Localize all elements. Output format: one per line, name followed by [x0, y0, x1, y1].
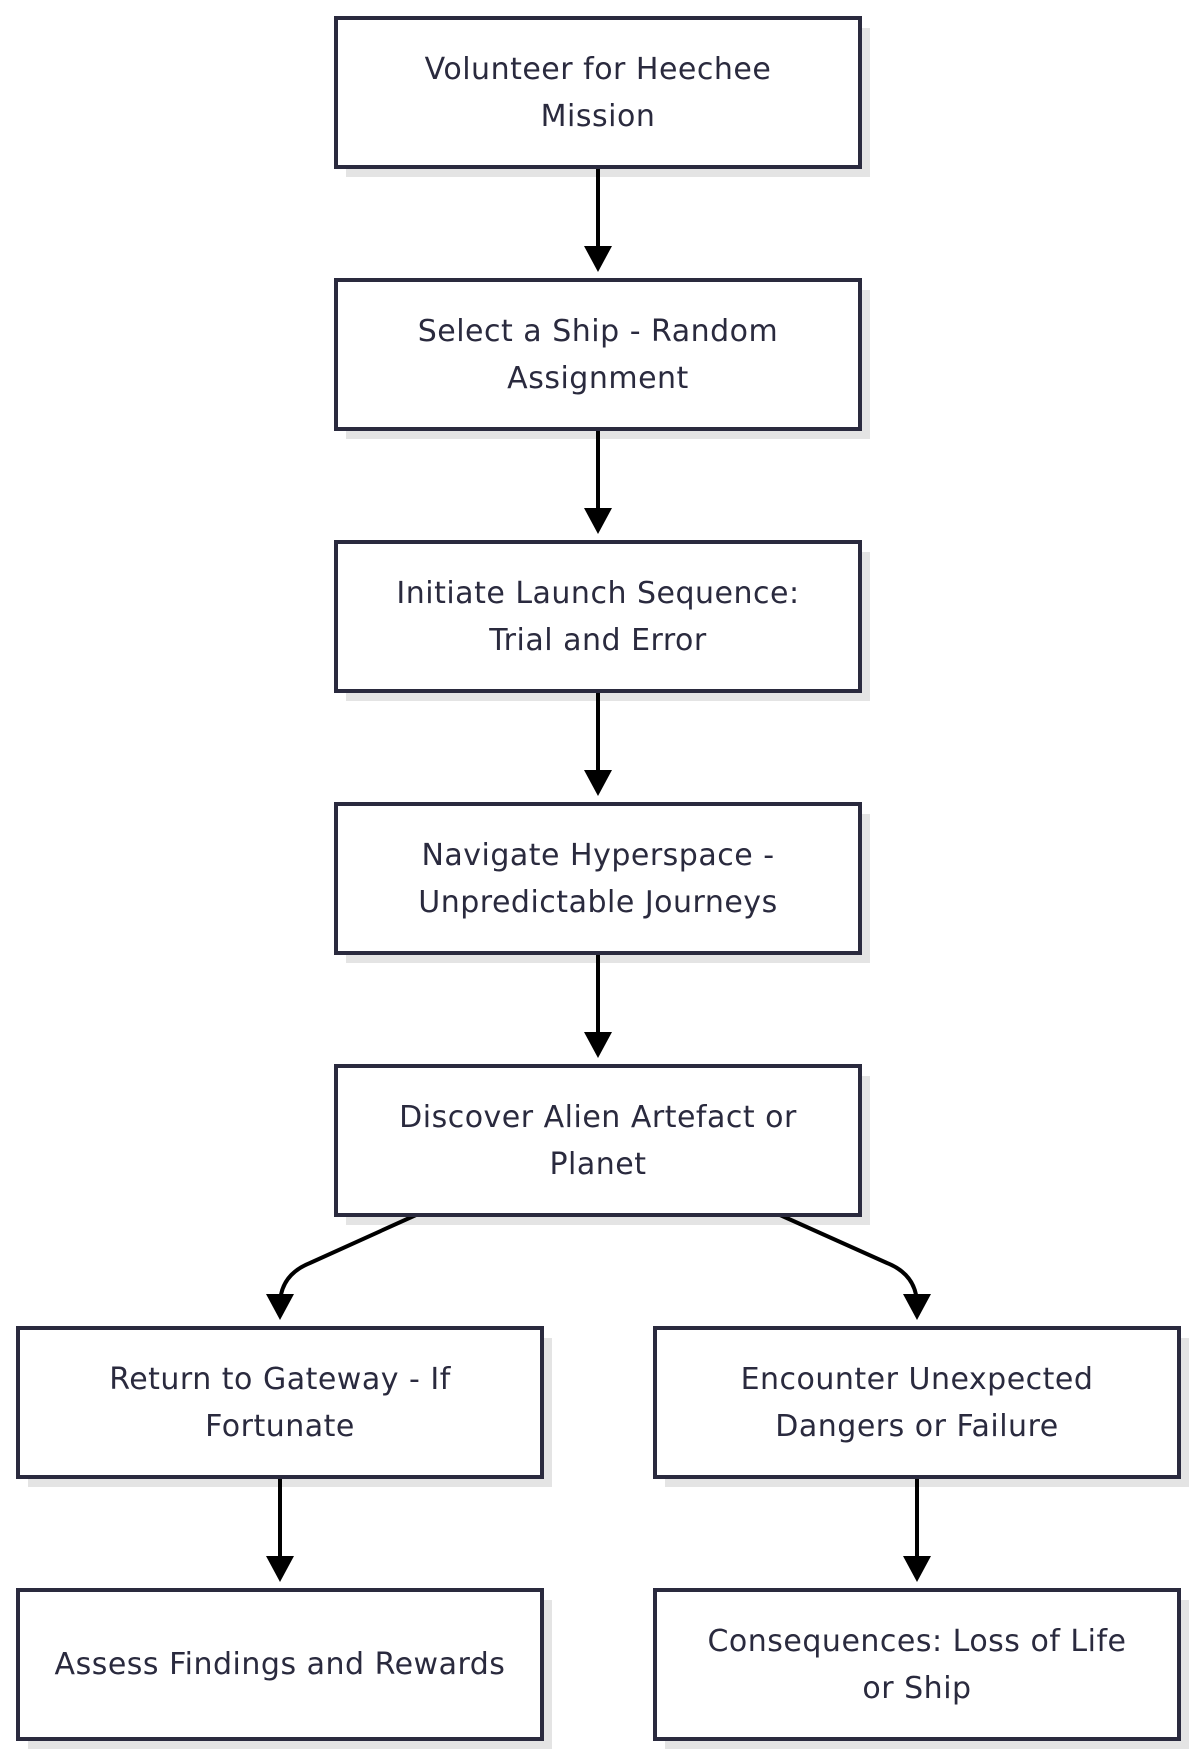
edge-discover-to-return: [278, 1213, 417, 1306]
node-label-danger: Encounter Unexpected Dangers or Failure: [740, 1361, 1094, 1444]
nodes: [16, 16, 1181, 1741]
edge-danger-to-consequences-arrowhead: [903, 1556, 931, 1582]
node-label-assess: Assess Findings and Rewards: [54, 1647, 506, 1682]
node-label-select-ship: Select a Ship - Random Assignment: [417, 313, 779, 396]
node-label-discover: Discover Alien Artefact or Planet: [399, 1099, 797, 1182]
edges: [266, 167, 931, 1582]
node-box-assess: [16, 1588, 544, 1741]
node-box-volunteer: [334, 16, 862, 169]
edge-discover-to-danger: [779, 1213, 919, 1306]
edge-launch-to-navigate-arrowhead: [584, 770, 612, 796]
edge-return-to-assess-arrowhead: [266, 1556, 294, 1582]
node-box-select-ship: [334, 278, 862, 431]
node-label-return: Return to Gateway - If Fortunate: [109, 1361, 451, 1444]
edge-discover-to-danger-arrowhead: [903, 1294, 931, 1320]
node-label-volunteer: Volunteer for Heechee Mission: [424, 51, 772, 134]
node-box-danger: [653, 1326, 1181, 1479]
edge-volunteer-to-select-ship-arrowhead: [584, 246, 612, 272]
node-label-consequences: Consequences: Loss of Life or Ship: [707, 1623, 1127, 1706]
node-box-navigate: [334, 802, 862, 955]
node-box-consequences: [653, 1588, 1181, 1741]
node-box-launch: [334, 540, 862, 693]
edge-navigate-to-discover-arrowhead: [584, 1032, 612, 1058]
node-label-navigate: Navigate Hyperspace - Unpredictable Jour…: [418, 837, 778, 920]
node-box-discover: [334, 1064, 862, 1217]
edge-select-ship-to-launch-arrowhead: [584, 508, 612, 534]
edge-discover-to-return-arrowhead: [266, 1294, 294, 1320]
node-box-return: [16, 1326, 544, 1479]
node-label-launch: Initiate Launch Sequence: Trial and Erro…: [396, 575, 800, 658]
